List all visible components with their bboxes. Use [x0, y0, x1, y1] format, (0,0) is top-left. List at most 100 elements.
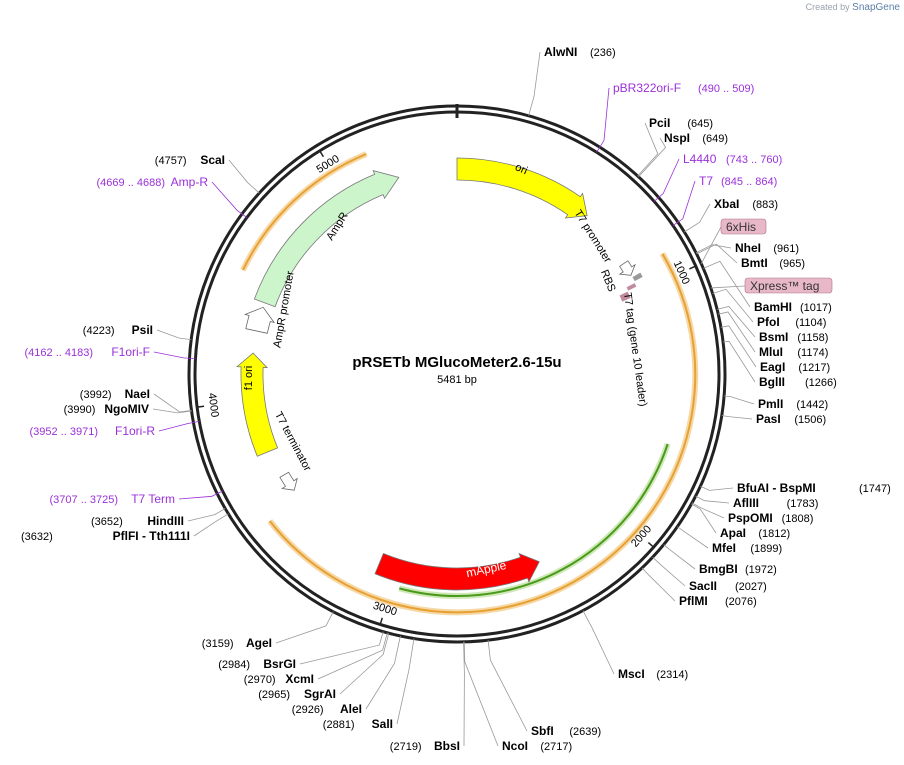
- label-pos: (1812): [758, 528, 790, 540]
- feature-arcs: [240, 151, 699, 616]
- site-xcmi: XcmI(2970): [244, 672, 314, 686]
- leader-bbsi: [463, 641, 465, 747]
- feature-label-t7-terminator: T7 terminator: [272, 410, 313, 474]
- credit-brand: SnapGene: [852, 2, 900, 13]
- primer-f1ori-f: F1ori-F(4162 .. 4183): [25, 345, 151, 359]
- leader-pfoi: [712, 288, 754, 323]
- label-name: NspI: [664, 131, 690, 145]
- label-name: SacII: [689, 579, 717, 593]
- f1-ori-feature: [236, 352, 279, 457]
- feature-label-ori: ori: [513, 161, 529, 177]
- site-alwni: AlwNI(236): [544, 45, 616, 59]
- label-pos: (961): [773, 243, 799, 255]
- leader-ncoi: [463, 641, 499, 747]
- label-pos: (2027): [735, 581, 767, 593]
- t7-promoter-feature: [618, 260, 636, 276]
- label-pos: (1158): [797, 332, 828, 344]
- label-pos: (965): [779, 258, 805, 270]
- label-pos: (3952 .. 3971): [30, 426, 99, 438]
- site-bglii: BglII(1266): [759, 375, 837, 389]
- tick-mark-2000: [647, 541, 655, 548]
- leader-t7: [672, 180, 696, 226]
- label-name: NgoMIV: [104, 402, 149, 416]
- site-bbsi: BbsI(2719): [390, 739, 460, 753]
- label-pos: (1017): [800, 302, 832, 314]
- label-name: AflIII: [733, 496, 759, 510]
- site-pflfi-tth111i: PflFI - Tth111I(3632): [21, 529, 190, 543]
- label-pos: (2881): [323, 719, 355, 731]
- leader-nhei: [695, 244, 732, 254]
- leader-sali: [396, 638, 415, 725]
- leader-scai: [228, 159, 260, 194]
- label-pos: (1783): [787, 498, 819, 510]
- leader-pmli: [724, 395, 755, 405]
- label-name: PfoI: [757, 315, 780, 329]
- label-name: NheI: [735, 241, 761, 255]
- site-bamhi: BamHI (1017): [754, 300, 832, 314]
- leader-bmgbi: [663, 544, 696, 570]
- tag-box: [720, 218, 767, 235]
- leader-psii: [156, 329, 192, 340]
- backbone: [187, 104, 727, 644]
- leader-hindiii: [187, 508, 226, 522]
- site-bsmi: BsmI (1158): [759, 330, 828, 344]
- label-name: BmtI: [741, 256, 768, 270]
- leader-t7-term: [178, 490, 223, 500]
- label-name: PasI: [756, 412, 781, 426]
- t7-terminator-feature: [279, 471, 298, 491]
- tick-mark-4000: [197, 405, 205, 408]
- label-name: NcoI: [502, 739, 528, 753]
- leader-mlui: [718, 311, 756, 353]
- label-pos: (3992): [80, 389, 112, 401]
- label-name: T7: [699, 174, 713, 188]
- plasmid-center: pRSETb MGlucoMeter2.6-15u 5481 bp: [352, 354, 561, 386]
- label-name: PsiI: [132, 323, 153, 337]
- plasmid-name: pRSETb MGlucoMeter2.6-15u: [352, 354, 561, 371]
- leader-eagi: [720, 325, 757, 368]
- label-pos: (4162 .. 4183): [25, 347, 94, 359]
- label-name: T7 Term: [131, 492, 175, 506]
- leader-f1ori-f: [153, 351, 196, 359]
- label-name: Amp-R: [171, 175, 209, 189]
- label-name: BamHI: [754, 300, 792, 314]
- label-pos: (1217): [798, 362, 830, 374]
- site-naei: NaeI (3992): [80, 387, 150, 401]
- label-pos: (3632): [21, 531, 53, 543]
- site-pspomi: PspOMI(1808): [728, 511, 813, 525]
- label-pos: (3707 .. 3725): [50, 494, 119, 506]
- tag-leader-1: [710, 285, 746, 289]
- ampr-promoter-feature: [243, 306, 276, 334]
- label-name: AgeI: [246, 636, 272, 650]
- orange-arc-left: [242, 153, 367, 271]
- credit-text: Created by: [805, 2, 850, 12]
- tag-xpress-tag: Xpress™ tag: [744, 277, 833, 294]
- label-pos: (2970): [244, 674, 276, 686]
- primer-t7-term: T7 Term (3707 .. 3725): [50, 492, 176, 506]
- site-pcii: PciI(645): [649, 116, 713, 130]
- label-pos: (883): [752, 199, 778, 211]
- tag-label: Xpress™ tag: [750, 279, 819, 293]
- site-bmti: BmtI (965): [741, 256, 805, 270]
- label-pos: (1808): [782, 513, 814, 525]
- label-pos: (1174): [797, 347, 828, 359]
- leader-alei: [365, 635, 401, 710]
- label-name: BsmI: [759, 330, 788, 344]
- small-feature-1: [626, 283, 637, 291]
- site-hindiii: HindIII(3652): [91, 514, 184, 528]
- label-name: NaeI: [125, 387, 150, 401]
- leader-pbr322ori-f: [596, 87, 610, 153]
- feature-label-rbs: RBS: [598, 268, 618, 293]
- label-pos: (2314): [656, 669, 688, 681]
- green-arc: [399, 443, 669, 598]
- label-pos: (845 .. 864): [721, 176, 777, 188]
- label-pos: (2984): [218, 659, 250, 671]
- orange-arc-right: [269, 253, 697, 614]
- leader-xcmi: [317, 632, 388, 680]
- label-pos: (2926): [292, 704, 324, 716]
- label-name: BsrGI: [263, 657, 296, 671]
- site-xbai: XbaI(883): [714, 197, 778, 211]
- label-name: BglII: [759, 375, 785, 389]
- label-pos: (490 .. 509): [698, 83, 754, 95]
- site-pasi: PasI(1506): [756, 412, 826, 426]
